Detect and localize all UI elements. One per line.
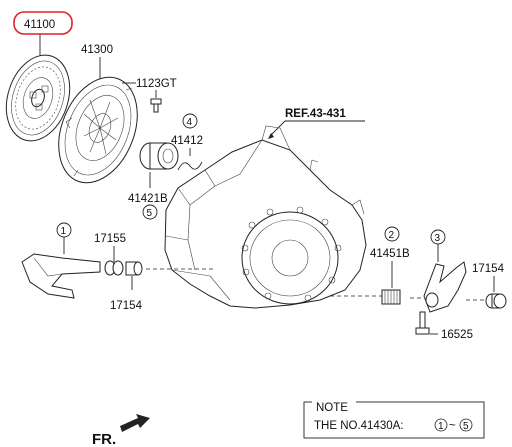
release-lever[interactable] (423, 261, 467, 313)
note-range-start: 1 (438, 421, 444, 432)
part-label-41100[interactable]: 41100 (24, 19, 55, 31)
part-label-41451B[interactable]: 41451B (370, 248, 410, 260)
front-direction-marker: FR. (92, 414, 150, 447)
svg-text:1: 1 (61, 226, 67, 237)
bolt-1123gt[interactable] (150, 98, 162, 113)
front-label: FR. (92, 431, 116, 447)
svg-text:2: 2 (389, 230, 395, 241)
part-label-41421B[interactable]: 41421B (128, 193, 168, 205)
part-label-41300[interactable]: 41300 (81, 44, 113, 56)
part-label-1123GT[interactable]: 1123GT (136, 78, 177, 90)
callout-2 (384, 226, 400, 242)
transmission-housing[interactable] (164, 125, 367, 309)
bushing-17155[interactable] (104, 260, 124, 276)
callout-5 (142, 204, 158, 220)
svg-text:5: 5 (147, 208, 153, 219)
release-bearing[interactable] (139, 142, 179, 170)
bushing-17154-right[interactable] (485, 293, 507, 309)
svg-text:4: 4 (187, 117, 193, 128)
front-arrow-icon (120, 414, 150, 432)
svg-text:3: 3 (435, 233, 441, 244)
spring-clip-41412[interactable] (177, 161, 203, 171)
reference-label[interactable]: REF.43-431 (285, 108, 346, 120)
clutch-cover[interactable] (44, 66, 152, 195)
note-box: NOTE THE NO.41430A: 1 ~ 5 (303, 397, 485, 439)
callout-4 (182, 113, 198, 129)
highlight-box (13, 11, 73, 35)
bolt-16525[interactable] (415, 311, 430, 335)
part-label-16525[interactable]: 16525 (441, 329, 473, 341)
note-text: THE NO.41430A: (314, 420, 403, 432)
note-range-end-circle (459, 418, 473, 432)
clutch-disc[interactable] (0, 47, 80, 149)
seal-41451b[interactable] (381, 289, 401, 305)
note-range-sep: ~ (449, 420, 456, 432)
note-range-start-circle (434, 418, 448, 432)
part-label-41412[interactable]: 41412 (171, 135, 203, 147)
bushing-17154-left[interactable] (125, 261, 143, 276)
note-heading: NOTE (316, 402, 348, 414)
note-range-end: 5 (463, 421, 469, 432)
part-label-17155[interactable]: 17155 (94, 233, 126, 245)
release-fork[interactable] (21, 253, 101, 299)
part-label-17154-left[interactable]: 17154 (110, 300, 143, 312)
part-label-17154-right[interactable]: 17154 (472, 263, 505, 275)
